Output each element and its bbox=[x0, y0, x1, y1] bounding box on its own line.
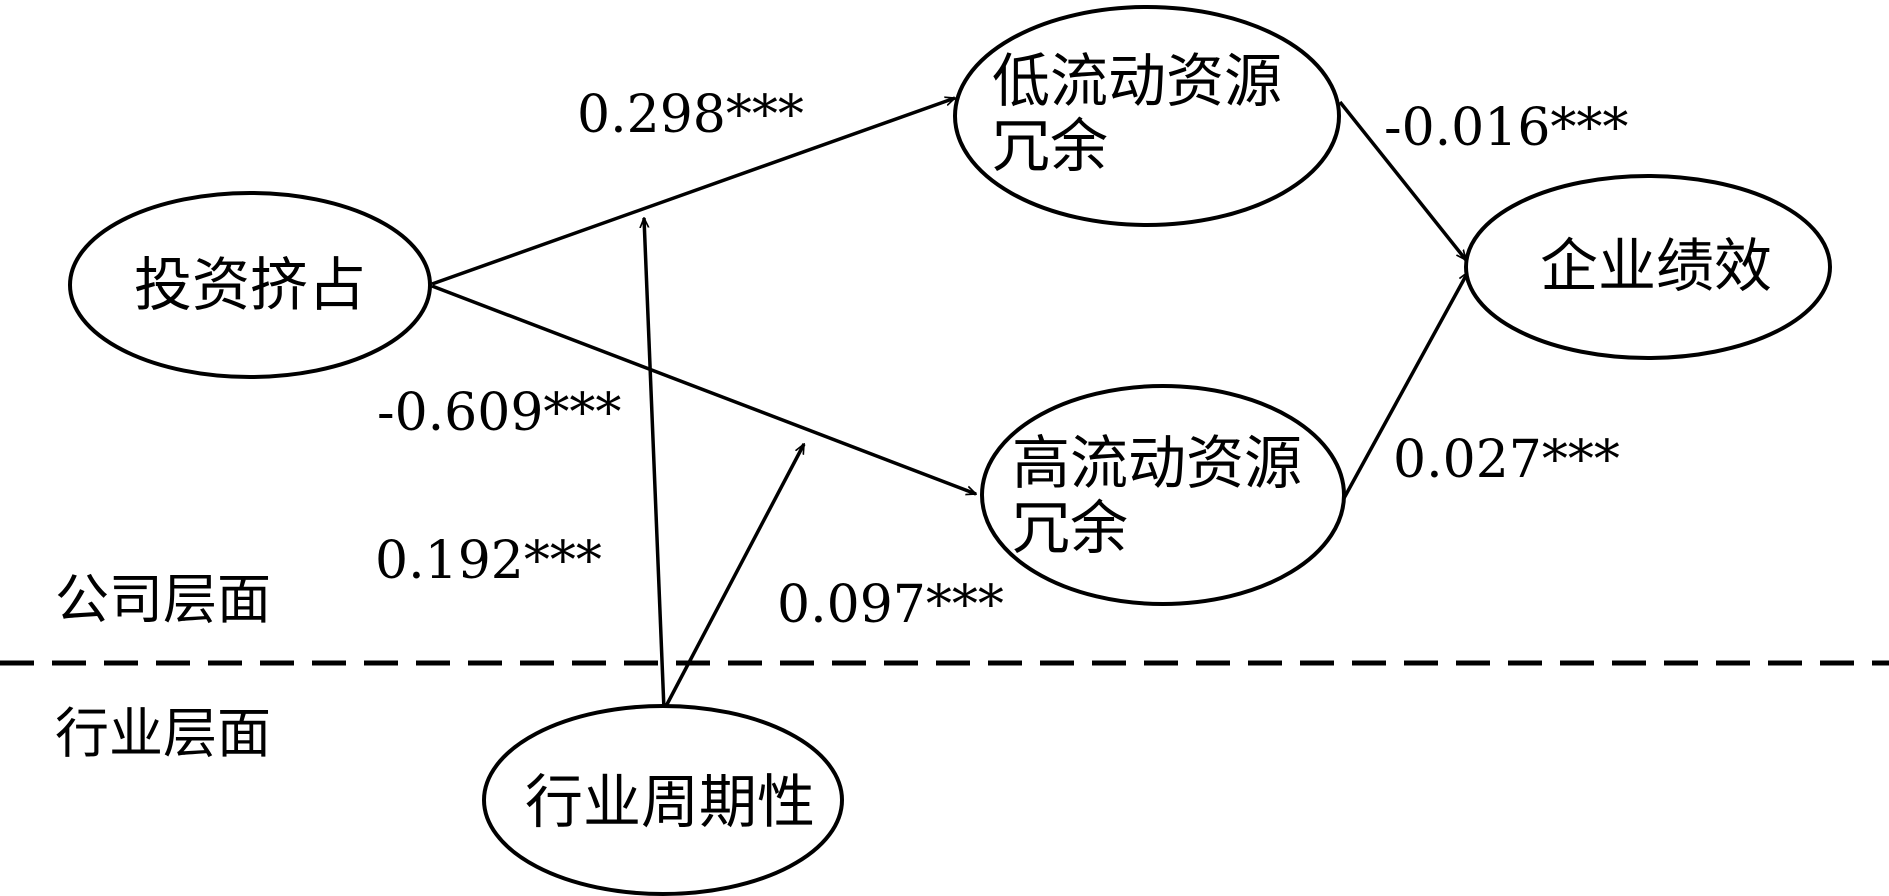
edge-cyclicality-moderates-high bbox=[662, 444, 806, 711]
edge-high-to-performance bbox=[1341, 272, 1470, 501]
node-industry-cyclicality: 行业周期性 bbox=[482, 704, 844, 896]
coef-cyclicality-moderates-low: 0.192*** bbox=[375, 531, 602, 591]
node-low-liquidity-slack-label-line2: 冗余 bbox=[992, 112, 1108, 180]
node-firm-performance: 企业绩效 bbox=[1464, 174, 1832, 360]
edge-invest-to-low bbox=[431, 98, 955, 286]
node-firm-performance-label: 企业绩效 bbox=[1540, 232, 1772, 300]
label-industry-level: 行业层面 bbox=[55, 702, 271, 765]
coef-cyclicality-moderates-high: 0.097*** bbox=[777, 575, 1004, 635]
edge-cyclicality-moderates-low bbox=[644, 218, 666, 711]
node-investment-crowding: 投资挤占 bbox=[68, 191, 432, 379]
node-low-liquidity-slack: 低流动资源 冗余 bbox=[953, 5, 1341, 227]
coef-invest-to-low: 0.298*** bbox=[577, 85, 804, 145]
coef-high-to-performance: 0.027*** bbox=[1393, 430, 1620, 490]
node-investment-crowding-label: 投资挤占 bbox=[134, 251, 366, 319]
edge-low-to-performance bbox=[1338, 100, 1468, 260]
edge-invest-to-high bbox=[431, 284, 976, 496]
node-industry-cyclicality-label: 行业周期性 bbox=[525, 768, 815, 836]
node-high-liquidity-slack-label-line2: 冗余 bbox=[1012, 494, 1128, 562]
label-firm-level: 公司层面 bbox=[55, 568, 271, 631]
coef-invest-to-high: -0.609*** bbox=[377, 383, 621, 443]
node-low-liquidity-slack-label-line1: 低流动资源 bbox=[992, 47, 1282, 115]
node-high-liquidity-slack: 高流动资源 冗余 bbox=[980, 384, 1346, 606]
node-high-liquidity-slack-label-line1: 高流动资源 bbox=[1012, 429, 1302, 497]
coef-low-to-performance: -0.016*** bbox=[1384, 98, 1628, 158]
